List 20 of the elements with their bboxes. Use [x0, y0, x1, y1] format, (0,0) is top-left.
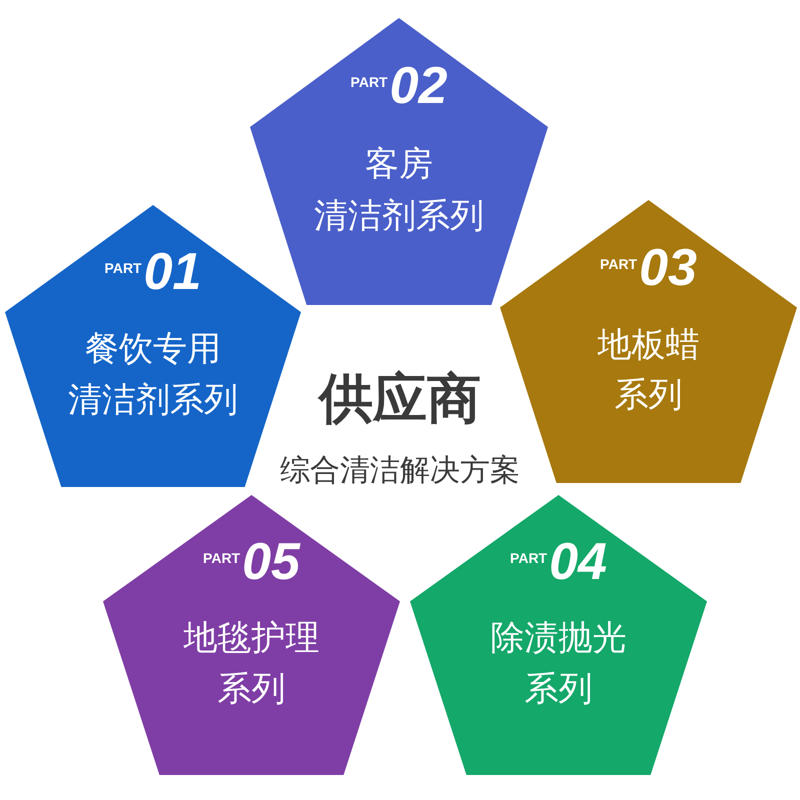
series-name: 客房 [364, 144, 434, 184]
part-number: 01 [144, 244, 202, 300]
series-name: 地板蜡 [596, 324, 700, 365]
part-label: PART [104, 260, 142, 276]
series-name: 餐饮专用 [84, 329, 222, 370]
part-label: PART [600, 256, 638, 272]
part-number: 05 [242, 534, 300, 590]
part-label: PART [350, 74, 388, 90]
series-name: 系列 [524, 668, 594, 709]
series-name: 除渍抛光 [490, 618, 628, 658]
part-label: PART [510, 550, 548, 566]
part-number: 02 [390, 58, 448, 114]
series-name: 地毯护理 [182, 618, 320, 658]
part-number: 03 [639, 240, 697, 296]
series-name: 清洁剂系列 [313, 196, 485, 236]
series-name: 系列 [216, 668, 286, 709]
part-number: 04 [549, 534, 607, 590]
series-name: 系列 [614, 375, 684, 416]
series-name: 清洁剂系列 [67, 380, 239, 420]
part-label: PART [203, 550, 240, 566]
